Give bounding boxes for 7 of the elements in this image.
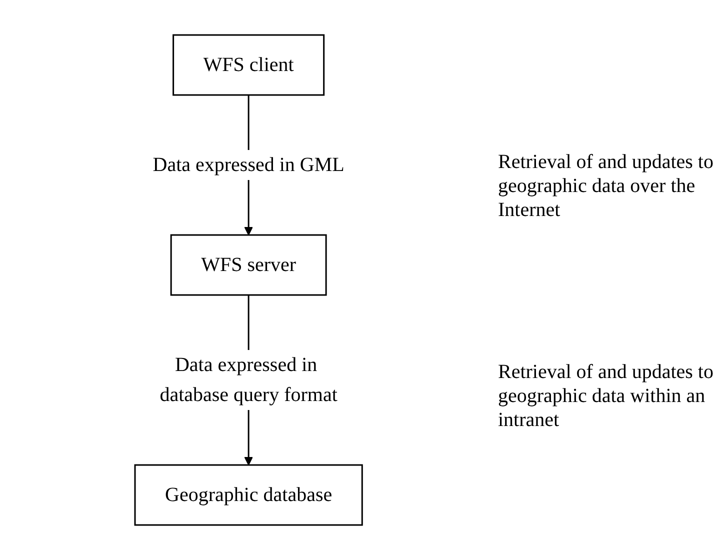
- node-box: WFS server: [170, 234, 328, 296]
- edge-label: Data expressed in GML: [153, 154, 345, 176]
- node-box: WFS client: [172, 34, 326, 96]
- note-text: Retrieval of and updates to geographic data over the Internet: [498, 150, 714, 222]
- edge-label: Data expressed in database query format: [160, 354, 338, 406]
- note-text: Retrieval of and updates to geographic data within an intranet: [498, 360, 714, 432]
- node-box: Geographic database: [134, 464, 364, 526]
